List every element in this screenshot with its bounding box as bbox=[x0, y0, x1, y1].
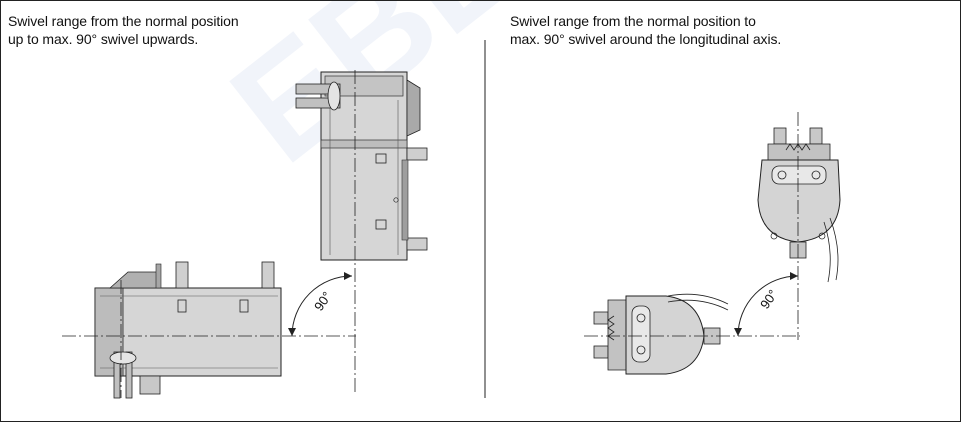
caption-right-line2: max. 90° swivel around the longitudinal … bbox=[510, 31, 782, 47]
left-panel-drawing bbox=[62, 70, 428, 399]
caption-left: Swivel range from the normal position up… bbox=[8, 12, 239, 48]
caption-right-line1: Swivel range from the normal position to bbox=[510, 13, 756, 29]
connector-horizontal bbox=[593, 293, 729, 375]
heater-vertical bbox=[295, 71, 428, 261]
caption-left-line1: Swivel range from the normal position bbox=[8, 13, 239, 29]
connector-upright bbox=[757, 127, 841, 283]
caption-left-line2: up to max. 90° swivel upwards. bbox=[8, 31, 199, 47]
right-panel-drawing bbox=[584, 112, 841, 375]
heater-horizontal bbox=[94, 261, 282, 399]
caption-right: Swivel range from the normal position to… bbox=[510, 12, 781, 48]
